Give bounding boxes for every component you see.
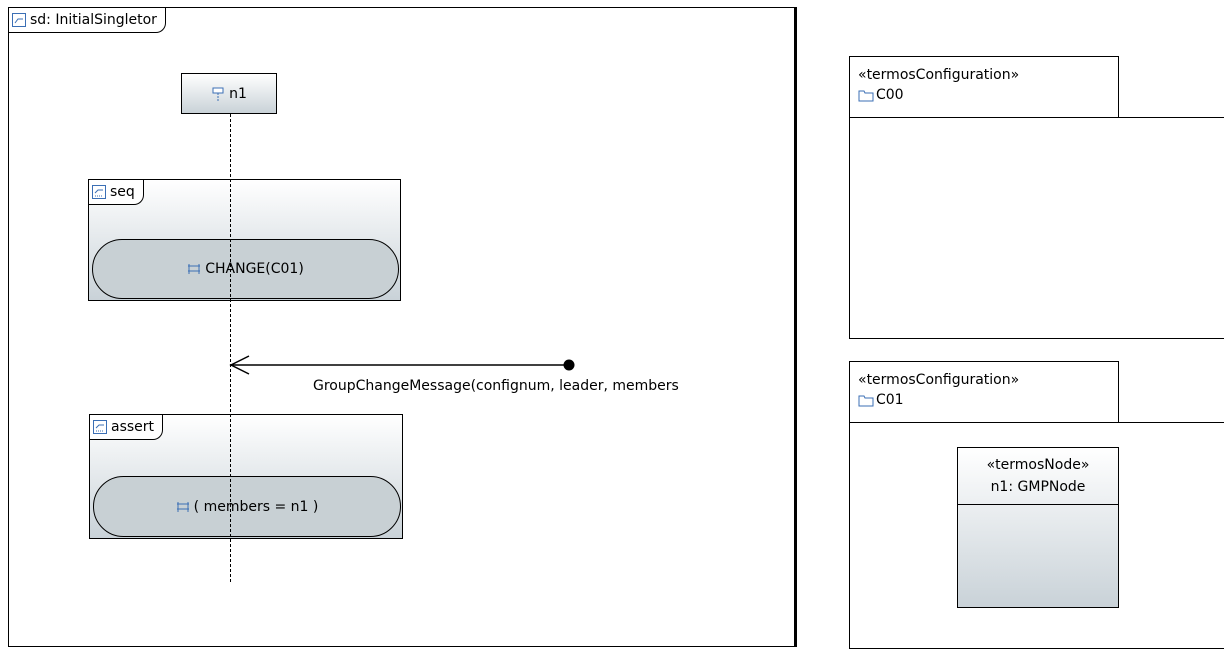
invariant-text: ( members = n1 ) [193, 498, 319, 515]
state-invariant[interactable]: ( members = n1 ) [93, 476, 401, 537]
package-name: C00 [858, 85, 1110, 105]
package-tab: «termosConfiguration» C01 [849, 361, 1119, 432]
fragment-icon [93, 420, 107, 434]
package-tab: «termosConfiguration» C00 [849, 56, 1119, 127]
node-label: n1: GMPNode [990, 479, 1086, 495]
interaction-icon [12, 13, 26, 27]
node-stereotype: «termosNode» [986, 457, 1090, 473]
package-name-text: C01 [876, 392, 904, 408]
lifeline-head[interactable]: n1 [181, 73, 277, 114]
configuration-c00[interactable] [849, 117, 1224, 339]
package-name: C01 [858, 390, 1110, 410]
lifeline-icon [211, 87, 225, 101]
state-invariant[interactable]: CHANGE(C01) [92, 239, 399, 299]
lifeline-line [230, 114, 231, 582]
invariant-text: CHANGE(C01) [205, 261, 304, 277]
invariant-icon [176, 500, 190, 514]
fragment-tab: assert [90, 415, 164, 440]
fragment-tab: seq [89, 180, 144, 205]
sequence-diagram-frame[interactable]: sd: InitialSingletor [8, 7, 797, 647]
fragment-operator: assert [111, 419, 155, 435]
package-name-text: C00 [876, 87, 904, 103]
frame-title: sd: InitialSingletor [30, 12, 157, 28]
node-header: «termosNode» n1: GMPNode [958, 448, 1118, 505]
invariant-icon [187, 262, 201, 276]
fragment-operator: seq [110, 184, 135, 200]
folder-icon [858, 393, 874, 407]
found-message-arrow[interactable] [225, 354, 580, 376]
message-label: GroupChangeMessage(confignum, leader, me… [313, 378, 679, 394]
lifeline-label: n1 [229, 85, 247, 102]
termos-node[interactable]: «termosNode» n1: GMPNode [957, 447, 1119, 608]
stereotype-label: «termosConfiguration» [858, 372, 1020, 388]
frame-tab: sd: InitialSingletor [9, 8, 166, 33]
fragment-icon [92, 185, 106, 199]
stereotype-label: «termosConfiguration» [858, 67, 1020, 83]
folder-icon [858, 88, 874, 102]
